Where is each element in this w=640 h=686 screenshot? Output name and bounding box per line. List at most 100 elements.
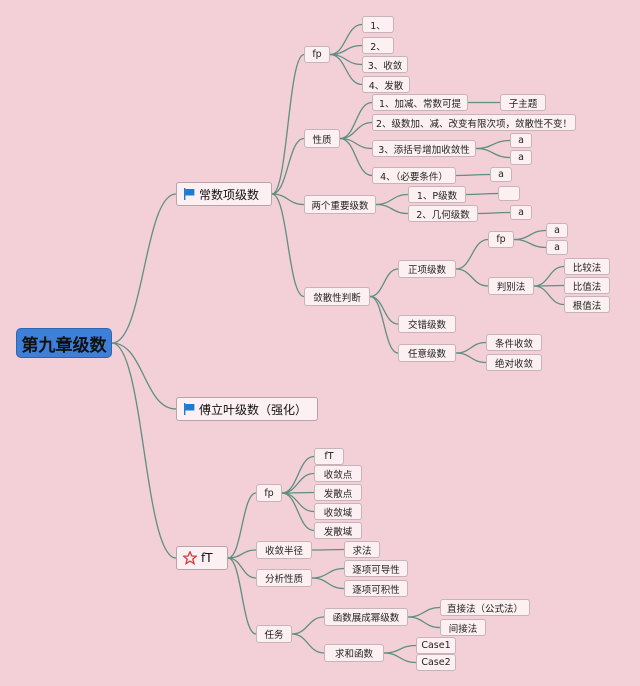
connector-line — [227, 557, 257, 579]
connector-line — [281, 492, 315, 532]
props-item-3[interactable]: 3、添括号增加收敛性 — [372, 140, 476, 157]
props-item-3-a2[interactable]: a — [510, 150, 532, 165]
props-item-3-a1[interactable]: a — [510, 133, 532, 148]
sum-case-1[interactable]: Case1 — [416, 637, 456, 654]
branch-series-label: 常数项级数 — [199, 187, 260, 202]
ft-fp-item-converge-point[interactable]: 收敛点 — [314, 465, 362, 482]
connector-line — [291, 616, 325, 635]
branch-fourier[interactable]: 傅立叶级数（强化） — [176, 397, 318, 421]
connector-line — [533, 285, 565, 306]
connector-line — [477, 211, 511, 215]
connector-line — [513, 229, 547, 241]
ft-fp-node[interactable]: fp — [256, 484, 282, 502]
two-item-1[interactable]: 1、P级数 — [408, 186, 466, 203]
series-props-node[interactable]: 性质 — [304, 129, 340, 148]
series-two-node[interactable]: 两个重要级数 — [304, 195, 376, 214]
any-absolute[interactable]: 绝对收敛 — [486, 354, 542, 371]
analytic-derivative[interactable]: 逐项可导性 — [344, 560, 408, 577]
judge-fp-a1[interactable]: a — [546, 223, 568, 238]
props-item-4-a[interactable]: a — [490, 167, 512, 182]
ft-fp-item-diverge-domain[interactable]: 发散域 — [314, 522, 362, 539]
connector-line — [111, 193, 177, 344]
connector-line — [369, 268, 399, 298]
series-fp-item-3[interactable]: 3、收敛 — [362, 56, 408, 73]
ft-fp-item-converge-domain[interactable]: 收敛域 — [314, 503, 362, 520]
props-item-4[interactable]: 4、（必要条件） — [372, 167, 456, 184]
radius-method[interactable]: 求法 — [344, 541, 380, 558]
props-item-2[interactable]: 2、级数加、减、改变有限次项，敛散性不变！ — [372, 114, 576, 131]
series-fp-item-1[interactable]: 1、 — [362, 16, 394, 33]
branch-ft-label: fT — [201, 551, 213, 565]
connector-line — [311, 548, 345, 551]
connector-line — [271, 193, 305, 206]
connector-line — [271, 137, 305, 195]
task-expand[interactable]: 函数展成幂级数 — [324, 608, 408, 626]
judge-positive[interactable]: 正项级数 — [398, 260, 456, 278]
connector-line — [111, 342, 177, 410]
task-sum[interactable]: 求和函数 — [324, 644, 384, 662]
series-fp-node[interactable]: fp — [304, 46, 330, 63]
connector-line — [227, 557, 257, 635]
connector-line — [455, 238, 489, 270]
connector-line — [383, 652, 417, 664]
connector-line — [311, 577, 345, 590]
ft-radius-node[interactable]: 收敛半径 — [256, 541, 312, 559]
blue-flag-icon — [184, 403, 195, 415]
connector-line — [369, 295, 399, 325]
connector-line — [291, 633, 325, 654]
two-item-2-a[interactable]: a — [510, 205, 532, 220]
connector-line — [281, 491, 315, 494]
connector-line — [475, 147, 511, 159]
sum-case-2[interactable]: Case2 — [416, 654, 456, 671]
connector-line — [227, 549, 257, 559]
connector-line — [455, 173, 491, 177]
props-item-1[interactable]: 1、加减、常数可提 — [372, 94, 468, 111]
connector-line — [339, 101, 373, 140]
branch-ft[interactable]: fT — [176, 546, 228, 570]
judge-positive-fp[interactable]: fp — [488, 231, 514, 248]
ft-analytic-node[interactable]: 分析性质 — [256, 569, 312, 587]
connector-line — [271, 193, 305, 298]
connector-line — [533, 265, 565, 287]
connector-line — [533, 284, 565, 287]
connector-line — [465, 192, 499, 196]
connector-line — [455, 268, 489, 287]
two-item-2[interactable]: 2、几何级数 — [408, 205, 478, 222]
blue-flag-icon — [184, 188, 195, 200]
connector-line — [375, 203, 409, 215]
connector-line — [271, 53, 305, 195]
analytic-integral[interactable]: 逐项可积性 — [344, 580, 408, 597]
connector-line — [475, 139, 511, 150]
red-star-icon — [183, 551, 197, 565]
judge-method[interactable]: 判别法 — [488, 277, 534, 295]
expand-direct[interactable]: 直接法（公式法） — [440, 599, 530, 616]
judge-arbitrary[interactable]: 任意级数 — [398, 344, 456, 362]
ft-fp-item-ft[interactable]: fT — [314, 448, 344, 465]
branch-series[interactable]: 常数项级数 — [176, 182, 272, 206]
ft-fp-item-diverge-point[interactable]: 发散点 — [314, 484, 362, 501]
judge-alternating[interactable]: 交错级数 — [398, 315, 456, 333]
root-topic[interactable]: 第九章级数 — [16, 328, 112, 358]
method-root[interactable]: 根值法 — [564, 296, 610, 313]
connector-line — [513, 238, 547, 249]
any-conditional[interactable]: 条件收敛 — [486, 334, 542, 351]
connector-line — [369, 295, 399, 354]
connector-line — [281, 472, 315, 494]
ft-task-node[interactable]: 任务 — [256, 625, 292, 643]
branch-fourier-label: 傅立叶级数（强化） — [199, 402, 308, 417]
connector-line — [455, 352, 487, 364]
method-ratio[interactable]: 比值法 — [564, 277, 610, 294]
two-item-1-a[interactable] — [498, 186, 520, 201]
connector-line — [375, 193, 409, 206]
judge-fp-a2[interactable]: a — [546, 240, 568, 255]
series-fp-item-4[interactable]: 4、发散 — [362, 76, 410, 93]
expand-indirect[interactable]: 间接法 — [440, 619, 486, 636]
series-fp-item-2[interactable]: 2、 — [362, 37, 394, 54]
props-subtopic[interactable]: 子主题 — [500, 94, 546, 111]
connector-line — [329, 53, 363, 86]
method-compare[interactable]: 比较法 — [564, 258, 610, 275]
series-judge-node[interactable]: 敛散性判断 — [304, 287, 370, 306]
connector-line — [407, 616, 441, 629]
connector-line — [339, 121, 373, 140]
